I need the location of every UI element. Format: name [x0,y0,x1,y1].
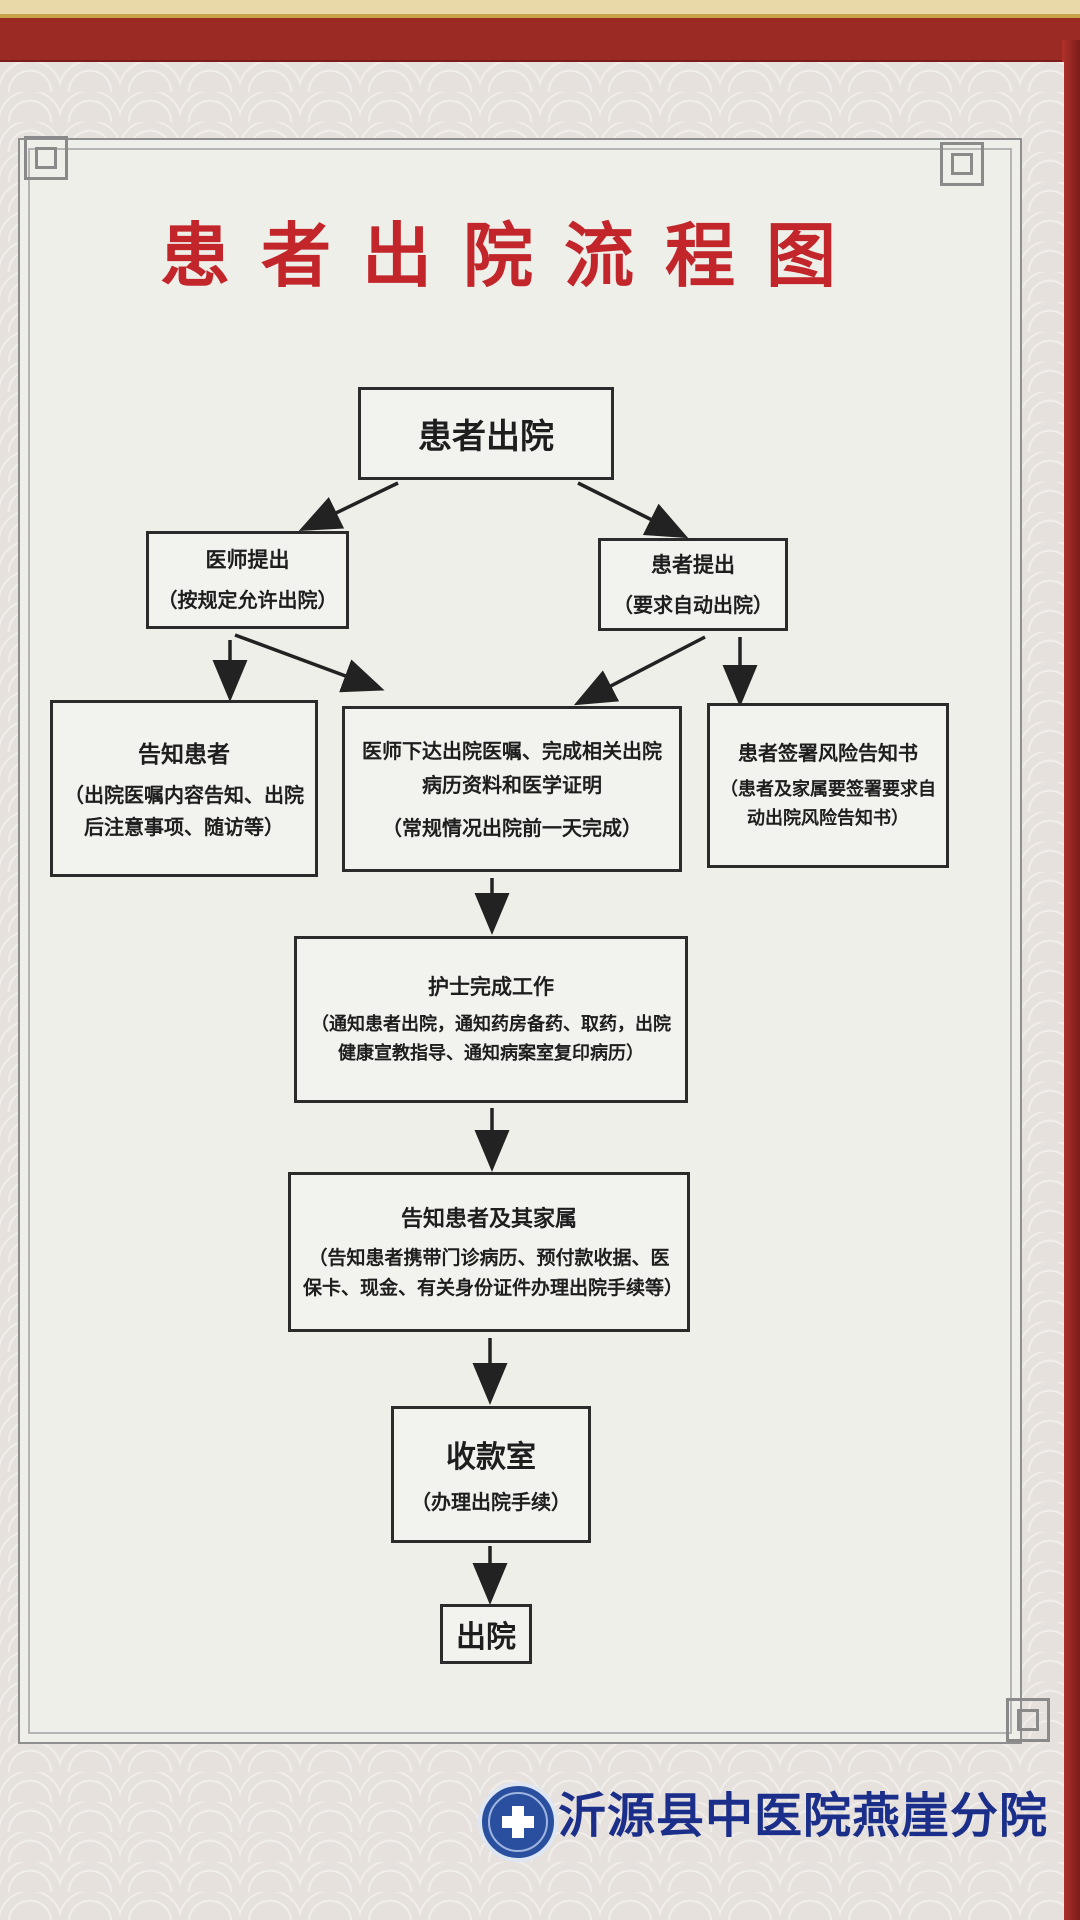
node-patient-propose-note: （要求自动出院） [613,592,773,617]
node-patient-propose: 患者提出 （要求自动出院） [598,538,788,631]
node-inform-family-note: （告知患者携带门诊病历、预付款收据、医保卡、现金、有关身份证件办理出院手续等） [303,1246,684,1299]
node-inform-patient-label: 告知患者 [138,741,230,768]
corner-ornament-bottom-right [1006,1698,1050,1742]
hospital-logo-icon [478,1782,558,1862]
arrow-start-to-doctor-propose [298,481,399,532]
picture-frame-right [1062,40,1080,1920]
diagram-title: 患者出院流程图 [160,214,867,297]
node-start: 患者出院 [358,387,614,480]
arrow-start-to-patient-propose [577,481,689,539]
arrow-patient-propose-to-doctor-order [573,635,706,706]
picture-frame-top [0,0,1080,70]
node-nurse-work: 护士完成工作 （通知患者出院，通知药房备药、取药，出院健康宣教指导、通知病案室复… [294,936,688,1103]
node-end-label: 出院 [456,1620,516,1655]
node-nurse-work-note: （通知患者出院，通知药房备药、取药，出院健康宣教指导、通知病案室复印病历） [311,1013,671,1064]
node-nurse-work-label: 护士完成工作 [428,974,554,999]
node-inform-family: 告知患者及其家属 （告知患者携带门诊病历、预付款收据、医保卡、现金、有关身份证件… [288,1172,690,1332]
node-cashier: 收款室 （办理出院手续） [391,1406,591,1543]
node-inform-patient: 告知患者 （出院医嘱内容告知、出院后注意事项、随访等） [50,700,318,877]
node-doctor-order-note: （常规情况出院前一天完成） [382,816,642,840]
corner-ornament-top-right [940,142,984,186]
node-sign-risk-note: （患者及家属要签署要求自动出院风险告知书） [720,779,936,829]
node-inform-family-label: 告知患者及其家属 [400,1206,577,1232]
node-sign-risk-label: 患者签署风险告知书 [738,741,918,766]
node-end: 出院 [440,1604,532,1664]
node-sign-risk: 患者签署风险告知书 （患者及家属要签署要求自动出院风险告知书） [707,703,949,868]
node-cashier-note: （办理出院手续） [411,1489,571,1514]
node-doctor-propose-note: （按规定允许出院） [157,588,338,612]
node-doctor-propose-label: 医师提出 [205,548,290,572]
node-start-label: 患者出院 [418,417,554,457]
node-doctor-order: 医师下达出院医嘱、完成相关出院病历资料和医学证明 （常规情况出院前一天完成） [342,706,682,872]
hospital-name-text: 沂源县中医院燕崖分院 [558,1788,1049,1844]
node-patient-propose-label: 患者提出 [651,552,735,577]
hospital-name: 沂源县中医院燕崖分院 [470,1776,1070,1846]
node-cashier-label: 收款室 [446,1439,536,1475]
node-doctor-propose: 医师提出 （按规定允许出院） [146,531,349,629]
node-inform-patient-note: （出院医嘱内容告知、出院后注意事项、随访等） [64,782,304,839]
node-doctor-order-label: 医师下达出院医嘱、完成相关出院病历资料和医学证明 [362,739,662,797]
arrow-doctor-propose-to-doctor-order [234,633,385,693]
corner-ornament-top-left [24,136,68,180]
